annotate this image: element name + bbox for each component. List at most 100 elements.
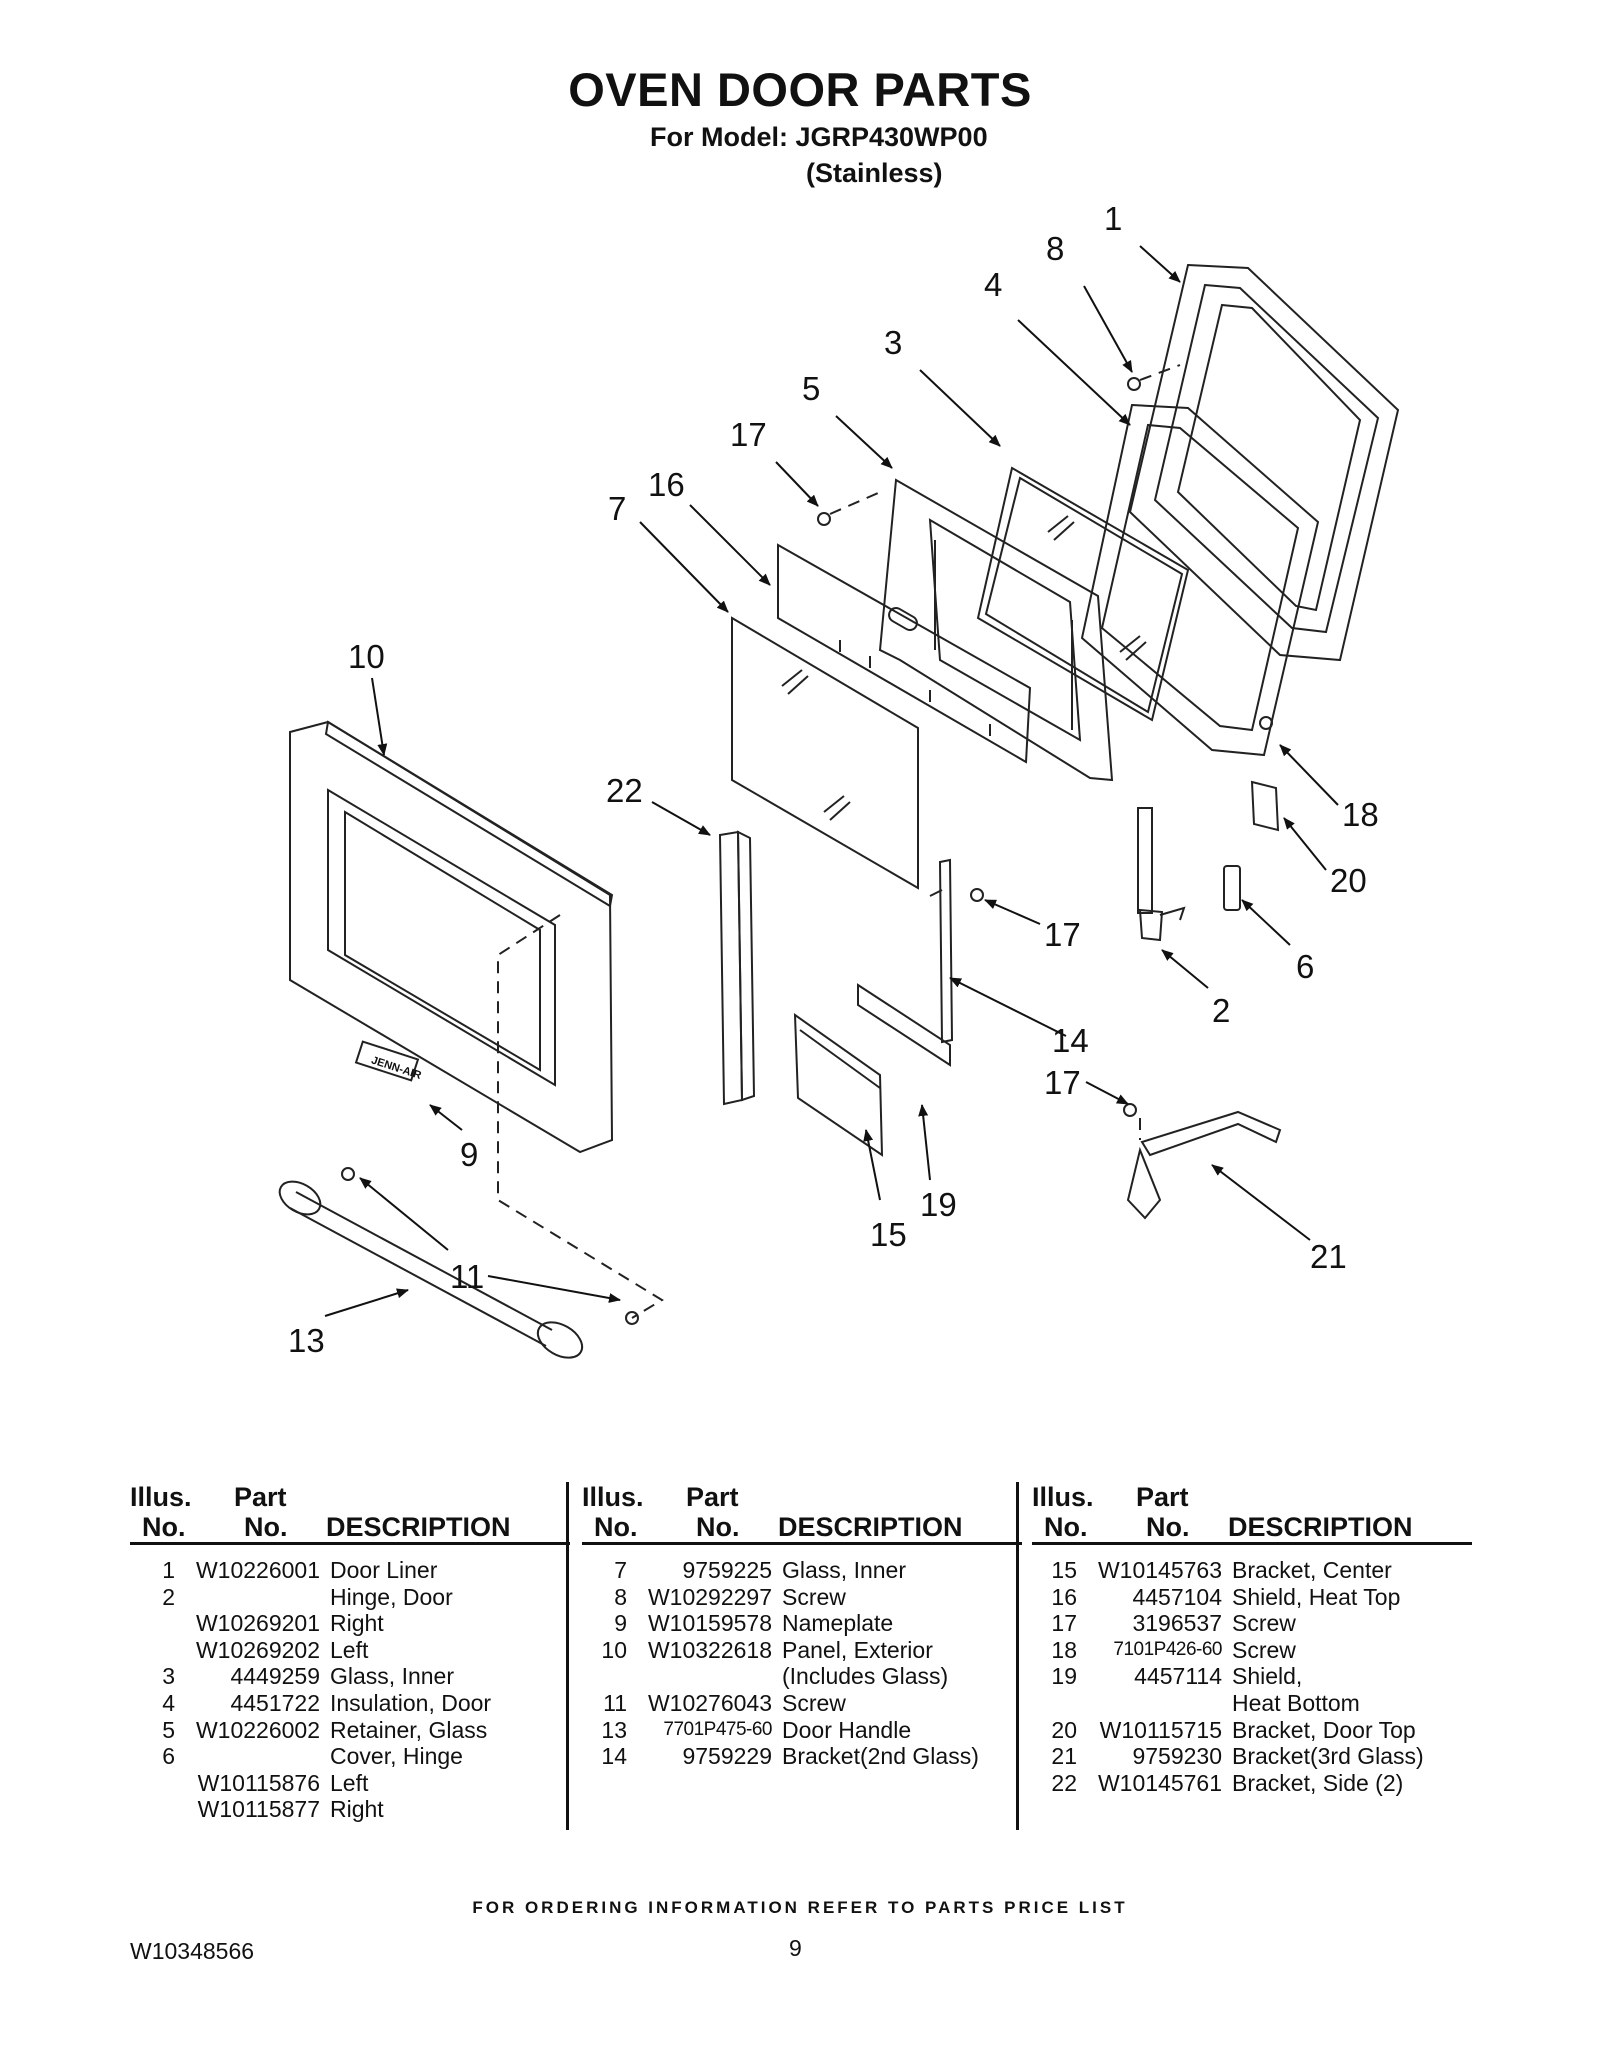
callout-17: 17 bbox=[730, 416, 767, 453]
callout-20: 20 bbox=[1330, 862, 1367, 899]
callout-10: 10 bbox=[348, 638, 385, 675]
part-description: Screw bbox=[1232, 1610, 1296, 1637]
callout-17: 17 bbox=[1044, 1064, 1081, 1101]
part-description: Shield, bbox=[1232, 1663, 1303, 1690]
illus-number: 15 bbox=[1051, 1557, 1077, 1583]
part-number: W10145763 bbox=[1097, 1557, 1222, 1583]
callout-2: 2 bbox=[1212, 992, 1230, 1029]
callout-16: 16 bbox=[648, 466, 685, 503]
part-number: W10269202 bbox=[195, 1636, 320, 1663]
table-header: Illus. No. Part No. DESCRIPTION bbox=[582, 1482, 1022, 1545]
part-inner-glass bbox=[976, 466, 1190, 722]
table-row: 21 9759230 Bracket(3rd Glass) bbox=[1032, 1743, 1472, 1770]
callout-17: 17 bbox=[1044, 916, 1081, 953]
illus-number: 2 bbox=[162, 1583, 175, 1610]
part-description: Left bbox=[330, 1636, 369, 1663]
part-description: Screw bbox=[782, 1689, 846, 1716]
part-exterior-panel bbox=[289, 720, 614, 1154]
finish-line: (Stainless) bbox=[806, 158, 943, 188]
illus-number: 5 bbox=[162, 1716, 175, 1743]
callout-9: 9 bbox=[460, 1136, 478, 1173]
illus-number: 21 bbox=[1051, 1743, 1077, 1770]
part-door-insulation bbox=[1080, 403, 1320, 757]
part-number: W10159578 bbox=[647, 1610, 772, 1637]
table-row: 17 3196537 Screw bbox=[1032, 1610, 1472, 1637]
part-number: 3196537 bbox=[1132, 1610, 1222, 1637]
illus-number: 20 bbox=[1051, 1716, 1077, 1743]
part-number: 9759229 bbox=[682, 1743, 772, 1770]
part-description: Screw bbox=[782, 1583, 846, 1610]
part-bracket-door-top bbox=[1250, 780, 1280, 832]
part-number: 9759225 bbox=[682, 1557, 772, 1583]
part-description: Bracket, Side (2) bbox=[1232, 1769, 1404, 1796]
part-number: W10226002 bbox=[195, 1716, 320, 1743]
illus-number: 14 bbox=[601, 1743, 627, 1770]
table-row: 1 W10226001 Door Liner bbox=[130, 1557, 570, 1584]
part-description: Door Liner bbox=[330, 1557, 438, 1583]
assembly-guide-lines bbox=[497, 364, 1181, 1319]
part-number: W10145761 bbox=[1097, 1769, 1222, 1796]
part-glass-retainer bbox=[878, 478, 1114, 782]
part-hinge-cover bbox=[1223, 865, 1241, 911]
illus-number: 19 bbox=[1051, 1663, 1077, 1690]
column-divider bbox=[566, 1482, 569, 1830]
part-description: Bracket(3rd Glass) bbox=[1232, 1743, 1424, 1770]
illus-number: 17 bbox=[1051, 1610, 1077, 1637]
part-number: W10226001 bbox=[195, 1557, 320, 1583]
table-row: (Includes Glass) bbox=[582, 1663, 1022, 1690]
part-description: (Includes Glass) bbox=[782, 1663, 949, 1690]
part-description: Shield, Heat Top bbox=[1232, 1583, 1401, 1610]
part-number: W10115877 bbox=[197, 1796, 320, 1823]
part-description: Door Handle bbox=[782, 1716, 912, 1743]
illus-number: 16 bbox=[1051, 1583, 1077, 1610]
callout-22: 22 bbox=[606, 772, 643, 809]
illus-number: 10 bbox=[601, 1636, 627, 1663]
table-row: Heat Bottom bbox=[1032, 1690, 1472, 1717]
part-number: 4457104 bbox=[1132, 1583, 1222, 1610]
part-number: 9759230 bbox=[1132, 1743, 1222, 1770]
part-description: Retainer, Glass bbox=[330, 1716, 488, 1743]
part-heat-shield-top bbox=[777, 543, 1032, 764]
callout-11: 11 bbox=[450, 1258, 484, 1295]
illus-number: 3 bbox=[162, 1663, 175, 1690]
exploded-parts-diagram: 1 2 3 4 5 6 7 8 9 10 11 13 14 15 16 17 1… bbox=[278, 200, 1400, 1359]
table-row: 16 4457104 Shield, Heat Top bbox=[1032, 1584, 1472, 1611]
part-bracket-2nd-glass bbox=[929, 858, 954, 1044]
part-number: W10115876 bbox=[197, 1769, 320, 1796]
callout-14: 14 bbox=[1052, 1022, 1089, 1059]
callout-5: 5 bbox=[802, 370, 820, 407]
screw-icons bbox=[341, 377, 1273, 1325]
part-description: Insulation, Door bbox=[330, 1689, 492, 1716]
callout-8: 8 bbox=[1046, 230, 1064, 267]
callout-21: 21 bbox=[1310, 1238, 1347, 1275]
part-number: W10276043 bbox=[647, 1689, 772, 1716]
part-description: Bracket, Door Top bbox=[1232, 1716, 1416, 1743]
part-description: Nameplate bbox=[782, 1610, 894, 1637]
callout-1: 1 bbox=[1104, 200, 1122, 237]
part-number: 4451722 bbox=[230, 1689, 320, 1716]
table-header: Illus. No. Part No. DESCRIPTION bbox=[130, 1482, 570, 1545]
document-number: W10348566 bbox=[130, 1938, 255, 1964]
callout-19: 19 bbox=[920, 1186, 957, 1223]
part-number: W10269201 bbox=[195, 1610, 320, 1637]
callout-13: 13 bbox=[288, 1322, 325, 1359]
part-number: 4449259 bbox=[230, 1663, 320, 1690]
illus-number: 1 bbox=[162, 1557, 175, 1583]
part-door-hinge bbox=[1137, 807, 1186, 942]
